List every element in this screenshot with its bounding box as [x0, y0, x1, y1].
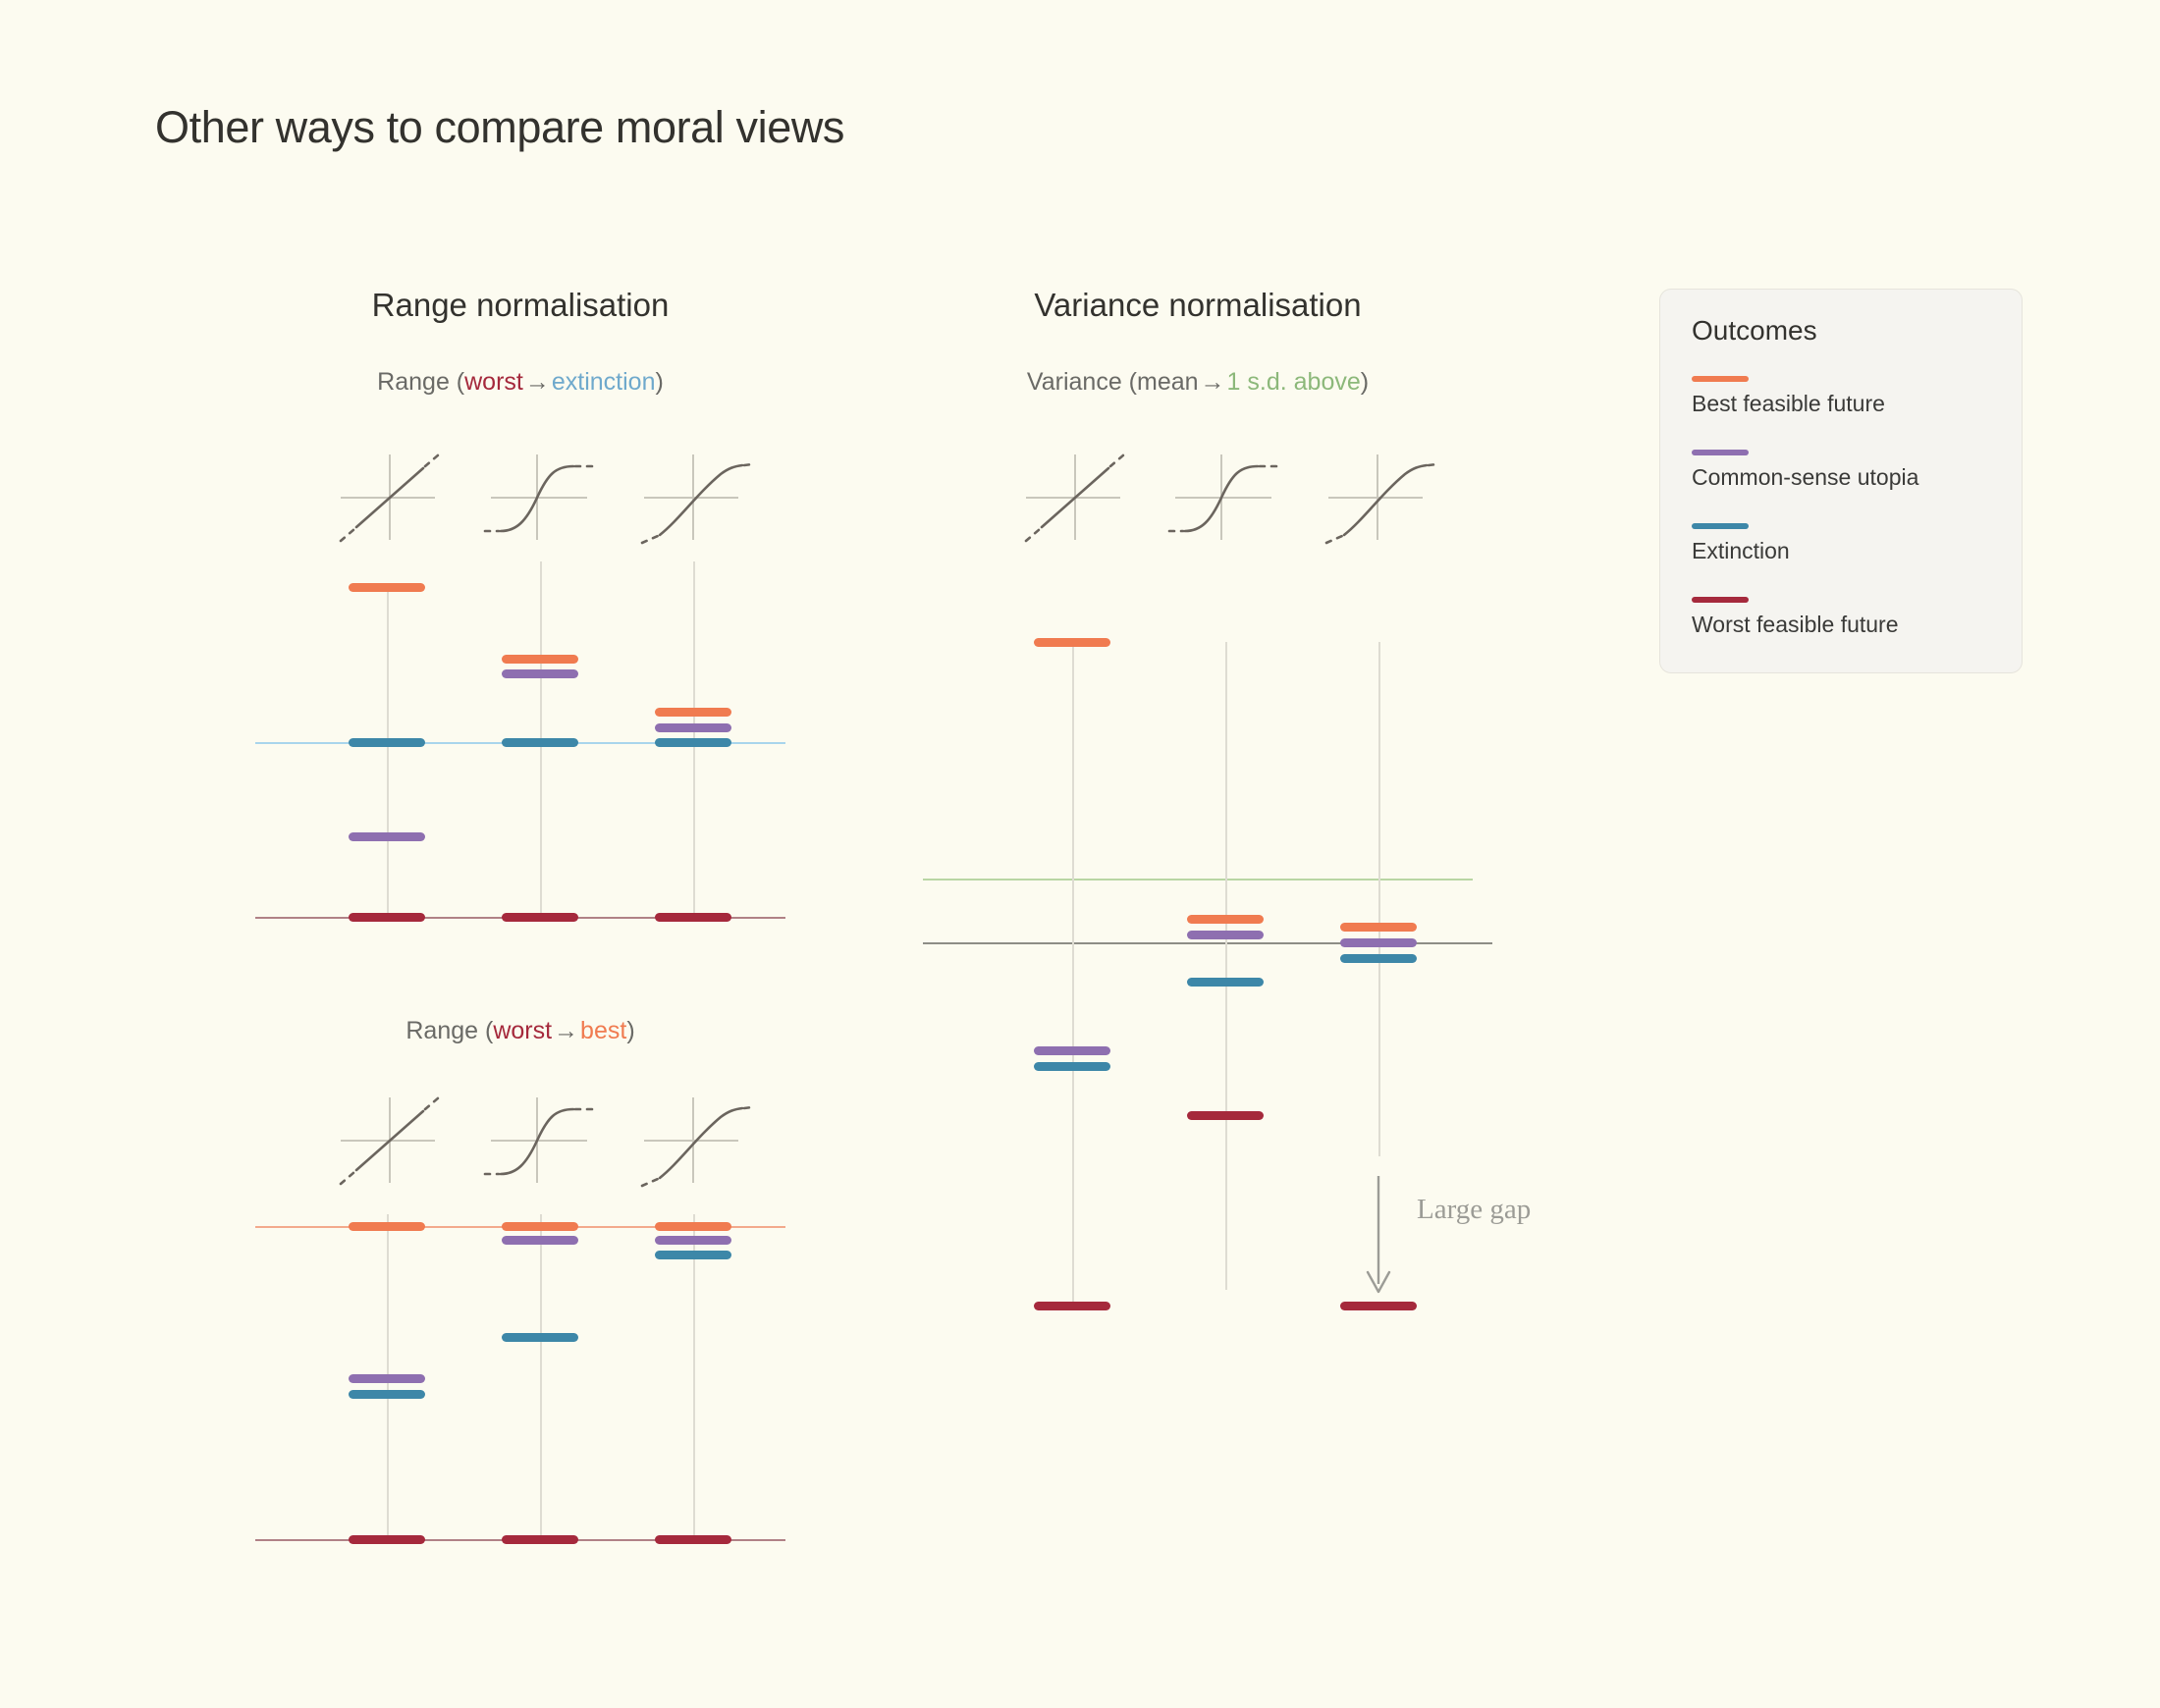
panel-variance-normalisation: Variance normalisation — [943, 287, 1453, 1366]
mark-extinction-c1 — [349, 1390, 425, 1399]
mark-extinction-c3 — [655, 1251, 731, 1259]
mark-worst-c2 — [502, 913, 578, 922]
legend-swatch-utopia — [1692, 450, 1749, 455]
linear-utility-icon — [1014, 447, 1132, 550]
mark-best-c1 — [349, 583, 425, 592]
mark-best-c3 — [1340, 923, 1417, 932]
mark-worst-c1 — [349, 913, 425, 922]
chart-subtitle-range-worst-best: Range (worst→best) — [265, 1017, 776, 1045]
subtitle3-to-sd: 1 s.d. above — [1226, 368, 1361, 396]
chart-subtitle-variance: Variance (mean→1 s.d. above) — [943, 368, 1453, 397]
legend-label-worst: Worst feasible future — [1692, 612, 1899, 637]
chart-subtitle-range-worst-extinction: Range (worst→extinction) — [265, 368, 776, 397]
legend-item-worst[interactable]: Worst feasible future — [1692, 597, 1899, 638]
mark-best-c3 — [655, 1222, 731, 1231]
mark-utopia-c3 — [655, 1236, 731, 1245]
subtitle2-prefix: Range ( — [405, 1017, 494, 1044]
subtitle3-arrow-icon: → — [1200, 368, 1225, 396]
legend-item-utopia[interactable]: Common-sense utopia — [1692, 450, 1918, 491]
reference-line-1sd — [923, 879, 1473, 881]
column-axis-3 — [693, 1214, 695, 1541]
subtitle-to-extinction: extinction — [551, 368, 656, 396]
mark-utopia-c3 — [655, 723, 731, 732]
column-axis-1 — [387, 587, 389, 919]
concave-utility-icon — [636, 1090, 754, 1193]
sigmoid-utility-icon — [1167, 447, 1285, 550]
mark-worst-c1 — [349, 1535, 425, 1544]
mark-best-c2 — [1187, 915, 1264, 924]
column-axis-1 — [1072, 642, 1074, 1306]
mark-best-c1 — [349, 1222, 425, 1231]
mark-utopia-c3 — [1340, 938, 1417, 947]
mark-utopia-c1 — [1034, 1046, 1110, 1055]
page-title: Other ways to compare moral views — [155, 102, 845, 152]
large-gap-label: Large gap — [1417, 1194, 1532, 1225]
mark-worst-c2 — [1187, 1111, 1264, 1120]
concave-utility-icon — [636, 447, 754, 550]
mark-extinction-c3 — [1340, 954, 1417, 963]
mark-utopia-c2 — [1187, 931, 1264, 939]
mark-utopia-c2 — [502, 1236, 578, 1245]
subtitle2-arrow-icon: → — [554, 1017, 579, 1044]
chart-range-worst-extinction-plot — [255, 561, 805, 933]
sigmoid-utility-icon — [483, 1090, 601, 1193]
mark-extinction-c2 — [1187, 978, 1264, 987]
subtitle2-to-best: best — [580, 1017, 627, 1044]
mark-best-c2 — [502, 1222, 578, 1231]
legend-swatch-extinction — [1692, 523, 1749, 529]
panel-range-normalisation: Range normalisation — [265, 287, 776, 1563]
concave-utility-icon — [1321, 447, 1438, 550]
chart-range-worst-best-plot — [255, 1214, 805, 1546]
subtitle3-from-mean: mean — [1137, 368, 1199, 396]
panel-title-range: Range normalisation — [371, 287, 670, 323]
chart-range-worst-best-icons — [255, 1090, 805, 1198]
mark-worst-c1 — [1034, 1302, 1110, 1310]
legend-swatch-best — [1692, 376, 1749, 382]
column-axis-3 — [1378, 642, 1380, 1156]
mark-worst-c2 — [502, 1535, 578, 1544]
legend-item-extinction[interactable]: Extinction — [1692, 523, 1790, 564]
legend-label-extinction: Extinction — [1692, 538, 1790, 563]
legend-title: Outcomes — [1692, 315, 1817, 346]
sigmoid-utility-icon — [483, 447, 601, 550]
legend-swatch-worst — [1692, 597, 1749, 603]
chart-variance-plot — [923, 628, 1522, 1335]
subtitle2-from-worst: worst — [493, 1017, 553, 1044]
mark-best-c3 — [655, 708, 731, 717]
subtitle-prefix: Range ( — [377, 368, 465, 396]
mark-worst-c3 — [655, 913, 731, 922]
mark-extinction-c2 — [502, 738, 578, 747]
reference-line-mean — [923, 942, 1492, 944]
linear-utility-icon — [329, 1090, 447, 1193]
chart-range-worst-extinction — [255, 447, 805, 937]
subtitle-suffix: ) — [655, 368, 664, 396]
mark-utopia-c1 — [349, 1374, 425, 1383]
mark-extinction-c2 — [502, 1333, 578, 1342]
legend-item-best[interactable]: Best feasible future — [1692, 376, 1885, 417]
chart-variance-icons — [933, 447, 1483, 555]
subtitle3-suffix: ) — [1360, 368, 1370, 396]
legend-label-best: Best feasible future — [1692, 391, 1885, 416]
subtitle2-suffix: ) — [626, 1017, 635, 1044]
linear-utility-icon — [329, 447, 447, 550]
mark-extinction-c3 — [655, 738, 731, 747]
subtitle-from-worst: worst — [464, 368, 523, 396]
mark-best-c2 — [502, 655, 578, 664]
large-gap-arrow-icon — [1357, 1174, 1400, 1307]
column-axis-2 — [1225, 642, 1227, 1290]
column-axis-2 — [540, 1214, 542, 1541]
mark-utopia-c2 — [502, 669, 578, 678]
mark-extinction-c1 — [349, 738, 425, 747]
mark-worst-c3 — [1340, 1302, 1417, 1310]
legend-outcomes: Outcomes Best feasible future Common-sen… — [1659, 289, 2023, 673]
subtitle-arrow-icon: → — [524, 368, 550, 396]
mark-utopia-c1 — [349, 832, 425, 841]
legend-label-utopia: Common-sense utopia — [1692, 464, 1919, 490]
subtitle3-prefix: Variance ( — [1026, 368, 1137, 396]
mark-extinction-c1 — [1034, 1062, 1110, 1071]
panel-title-variance: Variance normalisation — [1034, 287, 1362, 323]
mark-worst-c3 — [655, 1535, 731, 1544]
mark-best-c1 — [1034, 638, 1110, 647]
